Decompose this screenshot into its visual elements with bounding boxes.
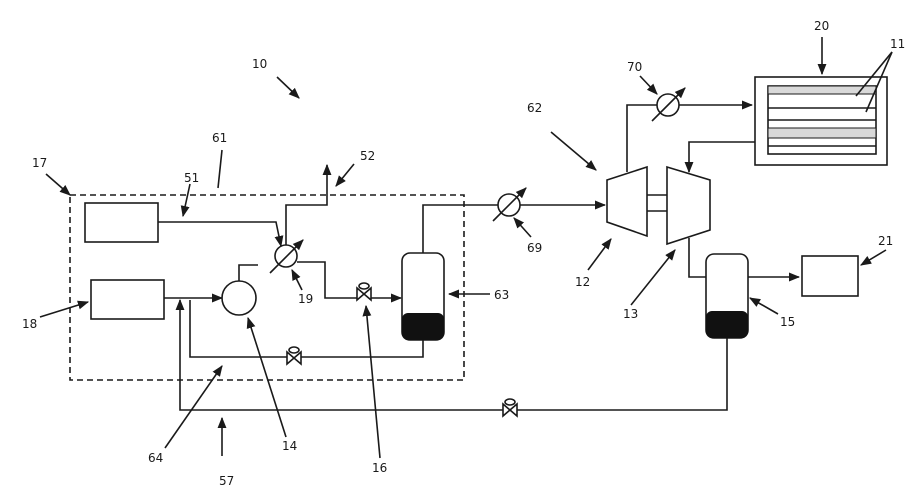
- leader-52: [336, 164, 354, 186]
- panel-band-2: [768, 128, 876, 138]
- expansion-valve-16: [357, 283, 371, 300]
- component-box-17: [85, 203, 158, 242]
- leader-15: [750, 298, 778, 314]
- leader-61: [218, 150, 222, 188]
- label-52: 52: [360, 149, 375, 163]
- label-61: 61: [212, 131, 227, 145]
- leader-10: [277, 77, 299, 98]
- pipe-separator-top: [423, 205, 498, 253]
- leader-12: [588, 239, 611, 270]
- leader-51: [183, 184, 190, 216]
- pipe-expander-to-hx70: [627, 105, 657, 172]
- label-62: 62: [527, 101, 542, 115]
- pipe-return-to-pump: [180, 300, 503, 410]
- label-51: 51: [184, 171, 199, 185]
- pipe-separator15-return: [517, 338, 727, 410]
- leader-69: [514, 218, 531, 237]
- leader-70: [640, 76, 657, 94]
- return-valve: [503, 399, 517, 416]
- label-17: 17: [32, 156, 47, 170]
- leader-19: [292, 270, 302, 290]
- separator-63-liquid: [402, 313, 444, 340]
- bypass-valve: [287, 347, 301, 364]
- label-69: 69: [527, 241, 542, 255]
- separator-15-liquid: [706, 311, 748, 338]
- label-12: 12: [575, 275, 590, 289]
- pump-outlet: [239, 265, 258, 281]
- label-19: 19: [298, 292, 313, 306]
- component-box-18: [91, 280, 164, 319]
- label-63: 63: [494, 288, 509, 302]
- pipe-housing-to-compressor: [689, 142, 755, 172]
- pipe-box17-to-hx19: [158, 222, 281, 246]
- pipe-compressor-to-separator15: [689, 238, 706, 277]
- label-64: 64: [148, 451, 163, 465]
- panel-band-1: [768, 86, 876, 94]
- pump-14: [222, 281, 256, 315]
- label-70: 70: [627, 60, 642, 74]
- leader-18: [40, 302, 88, 317]
- leader-14: [248, 318, 286, 437]
- component-box-21: [802, 256, 858, 296]
- label-18: 18: [22, 317, 37, 331]
- label-13: 13: [623, 307, 638, 321]
- label-20: 20: [814, 19, 829, 33]
- leader-13: [631, 250, 675, 305]
- pipe-separator-bottom: [301, 340, 423, 357]
- leader-16: [366, 306, 380, 458]
- label-21: 21: [878, 234, 893, 248]
- label-11: 11: [890, 37, 905, 51]
- label-57: 57: [219, 474, 234, 488]
- leader-17: [46, 174, 70, 195]
- label-15: 15: [780, 315, 795, 329]
- leader-64: [165, 366, 222, 448]
- label-14: 14: [282, 439, 297, 453]
- leader-62: [551, 132, 596, 170]
- leader-21: [861, 250, 886, 265]
- expander-12: [607, 167, 647, 236]
- label-16: 16: [372, 461, 387, 475]
- compressor-13: [667, 167, 710, 244]
- label-10: 10: [252, 57, 267, 71]
- pipe-hx19-vent: [286, 165, 327, 245]
